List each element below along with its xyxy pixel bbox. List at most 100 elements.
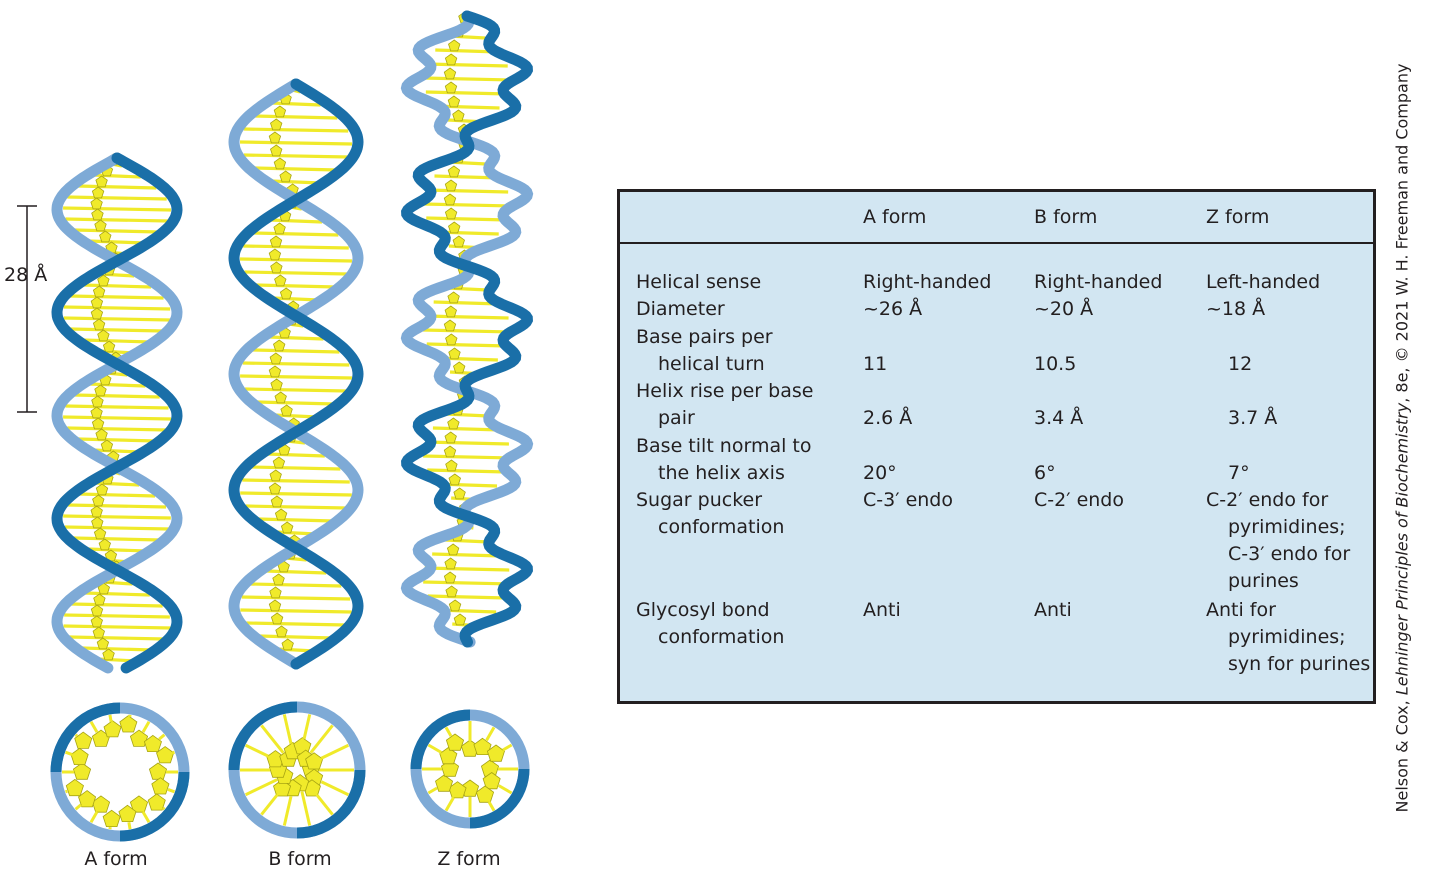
base-ring bbox=[448, 221, 461, 234]
base-ring bbox=[129, 729, 149, 747]
base-pair bbox=[63, 514, 171, 520]
base-link bbox=[260, 724, 285, 754]
base-pair bbox=[242, 361, 350, 367]
a-form-helix bbox=[51, 152, 183, 674]
base-pair bbox=[267, 452, 325, 458]
row-label: helical turn bbox=[658, 352, 765, 375]
z-form-value: C-2′ endo for bbox=[1206, 489, 1329, 512]
base-ring bbox=[72, 762, 92, 780]
base-ring bbox=[443, 193, 457, 206]
base-pair bbox=[254, 166, 338, 172]
row-label: Base tilt normal to bbox=[636, 434, 812, 457]
base-ring bbox=[270, 118, 283, 131]
base-pair bbox=[239, 257, 353, 263]
b-form-value: ~20 Å bbox=[1034, 298, 1094, 321]
a-form-value: Right-handed bbox=[863, 271, 992, 293]
credit-line: Nelson & Cox, Lehninger Principles of Bi… bbox=[1372, 0, 1432, 875]
row-label: Glycosyl bond bbox=[636, 598, 770, 621]
base-link bbox=[74, 733, 79, 738]
base-ring bbox=[91, 516, 104, 529]
base-link bbox=[487, 801, 496, 812]
base-pair bbox=[256, 400, 336, 406]
base-ring bbox=[448, 347, 461, 360]
a-form-value: C-3′ endo bbox=[863, 489, 953, 512]
base-pair bbox=[63, 415, 171, 421]
base-ring bbox=[270, 144, 283, 157]
b-form-value: 10.5 bbox=[1034, 352, 1077, 375]
base-ring bbox=[268, 131, 282, 144]
base-pair bbox=[445, 412, 489, 418]
base-ring bbox=[91, 208, 104, 221]
base-pair bbox=[63, 305, 171, 311]
base-ring bbox=[447, 291, 460, 304]
base-ring bbox=[446, 543, 460, 556]
credit-book-title: Lehninger Principles of Biochemistry bbox=[1392, 402, 1412, 695]
backbone-strand bbox=[51, 152, 183, 674]
base-pair bbox=[245, 504, 347, 510]
base-ring bbox=[448, 599, 462, 612]
base-pair bbox=[272, 296, 320, 302]
base-ring bbox=[443, 319, 457, 332]
base-pair bbox=[64, 613, 170, 619]
z-form-value: Left-handed bbox=[1206, 271, 1321, 293]
base-ring bbox=[270, 378, 283, 391]
base-pair bbox=[259, 634, 333, 640]
base-link bbox=[141, 721, 151, 733]
base-ring bbox=[452, 109, 465, 122]
base-ring bbox=[270, 612, 284, 625]
z-form-value: 3.7 Å bbox=[1228, 407, 1278, 430]
base-ring bbox=[280, 521, 294, 534]
base-ring bbox=[273, 105, 287, 118]
a-form-top-view bbox=[50, 702, 190, 842]
z-form-value: syn for purines bbox=[1228, 652, 1371, 675]
base-pair bbox=[78, 492, 156, 498]
base-ring bbox=[445, 585, 458, 598]
base-pair bbox=[240, 491, 352, 497]
a-form-value: Anti bbox=[863, 598, 901, 621]
base-pair bbox=[424, 566, 510, 572]
credit-prefix: Nelson & Cox, bbox=[1392, 694, 1412, 812]
base-link bbox=[89, 721, 99, 733]
base-ring bbox=[453, 613, 467, 626]
base-ring bbox=[272, 456, 286, 469]
base-pair bbox=[81, 646, 153, 652]
backbone-ring bbox=[119, 771, 190, 842]
base-ring bbox=[95, 175, 108, 188]
base-pair bbox=[252, 348, 340, 354]
base-pair bbox=[245, 387, 347, 393]
row-label: Helix rise per base bbox=[636, 380, 814, 403]
base-ring bbox=[444, 207, 458, 220]
base-ring bbox=[100, 439, 114, 452]
base-ring bbox=[102, 340, 116, 353]
base-pair bbox=[77, 184, 157, 190]
base-link bbox=[108, 714, 113, 723]
base-ring bbox=[281, 638, 294, 651]
backbone-strand bbox=[400, 10, 534, 648]
base-pair bbox=[88, 239, 146, 245]
base-ring bbox=[97, 329, 110, 342]
base-ring bbox=[443, 67, 457, 80]
z-form-value: 12 bbox=[1228, 352, 1253, 375]
base-ring bbox=[151, 777, 170, 795]
base-ring bbox=[269, 352, 283, 365]
base-pair bbox=[422, 76, 512, 82]
base-pair bbox=[432, 552, 502, 558]
base-ring bbox=[435, 774, 454, 792]
base-pair bbox=[74, 228, 160, 234]
base-pair bbox=[67, 503, 167, 509]
credit-suffix: , 8e, © 2021 W. H. Freeman and Company bbox=[1392, 63, 1412, 403]
a-form-value: ~26 Å bbox=[863, 298, 923, 321]
base-ring bbox=[268, 365, 282, 378]
z-form-value: purines bbox=[1228, 570, 1299, 593]
base-link bbox=[74, 803, 82, 811]
base-link bbox=[161, 806, 166, 811]
base-ring bbox=[95, 428, 108, 441]
base-pair bbox=[422, 202, 512, 208]
base-pair bbox=[70, 294, 164, 300]
base-pair bbox=[240, 374, 352, 380]
base-ring bbox=[273, 157, 287, 170]
base-pair bbox=[94, 481, 140, 487]
base-ring bbox=[147, 793, 166, 811]
base-ring bbox=[273, 222, 286, 235]
base-ring bbox=[444, 81, 458, 94]
